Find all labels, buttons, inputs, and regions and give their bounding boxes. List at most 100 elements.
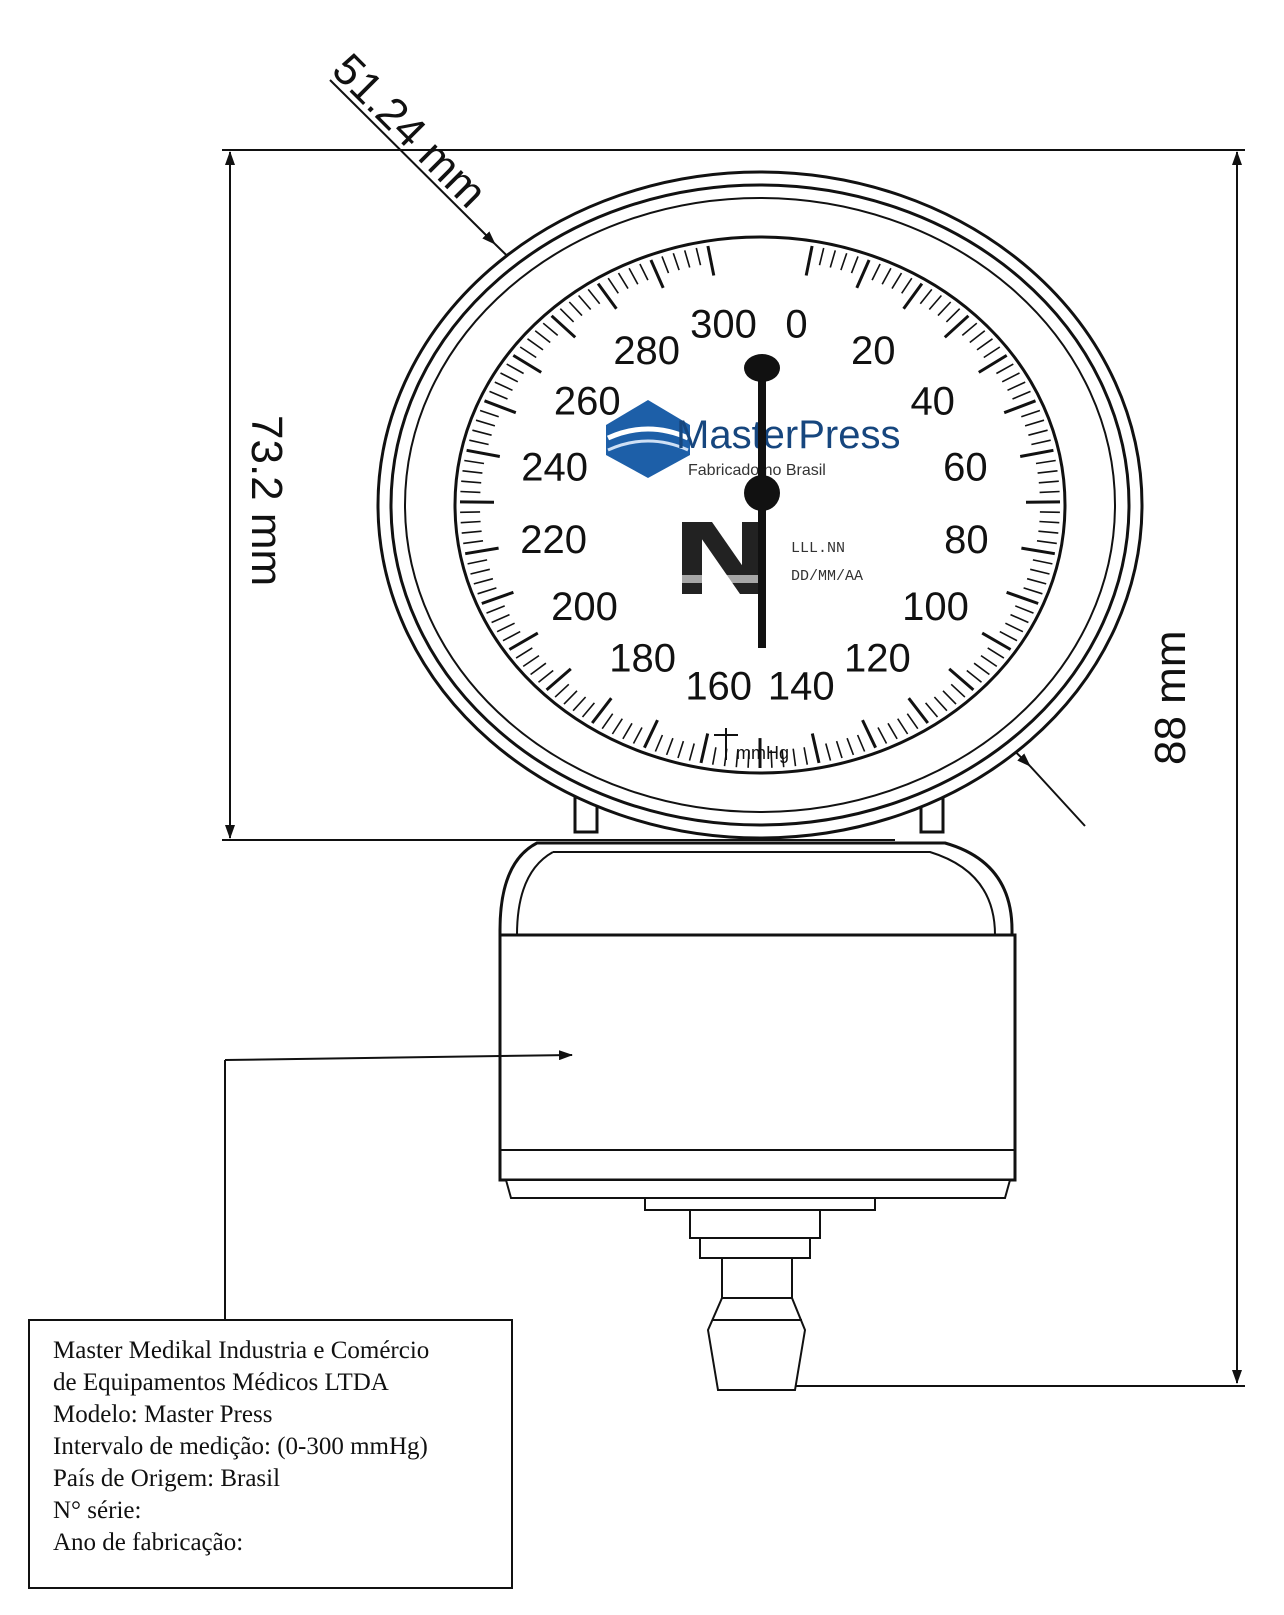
brand-subtitle: Fabricado no Brasil: [688, 462, 826, 479]
minor-tick: [661, 256, 670, 274]
label-line-model: Modelo: Master Press: [53, 1401, 272, 1428]
minor-tick: [825, 743, 832, 761]
label-leader: [224, 1050, 573, 1320]
major-tick: [978, 354, 1008, 374]
minor-tick: [460, 520, 481, 524]
minor-tick: [924, 702, 939, 718]
major-tick: [464, 546, 499, 556]
scale-label-280: 280: [613, 329, 680, 373]
minor-tick: [1007, 381, 1026, 392]
minor-tick: [460, 490, 481, 494]
dial: 0204060801001201401601802002202402602803…: [376, 170, 1144, 840]
minor-tick: [506, 363, 524, 375]
minor-tick: [486, 605, 505, 614]
scale-label-160: 160: [685, 665, 752, 709]
minor-tick: [1039, 520, 1060, 524]
minor-tick: [542, 322, 559, 337]
minor-tick: [601, 713, 614, 730]
scale-label-0: 0: [785, 303, 807, 347]
major-tick: [861, 719, 877, 749]
minor-tick: [829, 250, 837, 268]
major-tick: [810, 733, 821, 764]
label-line-origin: País de Origem: Brasil: [53, 1465, 280, 1492]
minor-tick: [494, 381, 513, 392]
housing-base: [504, 1179, 1012, 1199]
major-tick: [508, 631, 539, 651]
minor-tick: [1012, 390, 1031, 400]
minor-tick: [1030, 568, 1050, 575]
label-line-manufacturer-2: de Equipamentos Médicos LTDA: [53, 1369, 389, 1396]
minor-tick: [980, 654, 998, 668]
minor-tick: [976, 338, 993, 351]
minor-tick: [462, 470, 483, 474]
dial-height-label: 73.2 mm: [242, 415, 291, 586]
minor-tick: [950, 683, 966, 698]
minor-tick: [735, 749, 739, 768]
minor-tick: [461, 480, 482, 484]
minor-tick: [803, 747, 809, 765]
minor-tick: [881, 267, 892, 285]
minor-tick: [563, 690, 578, 705]
minor-tick: [461, 530, 482, 534]
minor-tick: [987, 647, 1005, 659]
minor-tick: [530, 662, 547, 676]
minor-tick: [770, 750, 773, 768]
minor-tick: [871, 263, 881, 281]
minor-tick: [537, 669, 554, 683]
brand-logo-icon: [606, 400, 690, 478]
minor-tick: [1026, 577, 1047, 585]
brand-logo: MasterPress Fabricado no Brasil: [606, 400, 901, 479]
major-tick: [699, 733, 710, 764]
major-tick: [1006, 590, 1039, 605]
minor-tick: [835, 740, 843, 759]
dial-diameter-label: 51.24 mm: [323, 44, 496, 217]
gauge-housing: [498, 841, 1017, 1391]
minor-tick: [942, 690, 957, 705]
minor-tick: [491, 613, 510, 624]
scale-label-100: 100: [902, 585, 969, 629]
minor-tick: [473, 577, 494, 585]
hose-nipple: [706, 1297, 807, 1391]
minor-tick: [463, 540, 484, 545]
minor-tick: [1038, 480, 1059, 484]
major-tick: [649, 259, 665, 289]
dial-ticks: [459, 245, 1061, 768]
label-box-frame: [28, 1319, 513, 1589]
minor-tick: [500, 372, 519, 383]
minor-tick: [628, 267, 639, 285]
minor-tick: [901, 277, 913, 294]
minor-tick: [475, 419, 496, 427]
major-tick: [466, 448, 501, 458]
minor-tick: [818, 247, 825, 266]
scale-label-120: 120: [844, 637, 911, 681]
minor-tick: [479, 409, 499, 418]
label-line-manufacturer-1: Master Medikal Industria e Comércio: [53, 1337, 429, 1364]
minor-tick: [534, 330, 551, 344]
label-line-range: Intervalo de medição: (0-300 mmHg): [53, 1433, 428, 1460]
major-tick: [943, 314, 970, 339]
minor-tick: [1024, 419, 1045, 427]
minor-tick: [632, 727, 643, 744]
minor-tick: [933, 696, 948, 712]
minor-tick: [695, 247, 702, 266]
minor-tick: [607, 277, 619, 294]
minor-tick: [937, 301, 952, 317]
minor-tick: [581, 702, 596, 718]
minor-tick: [554, 683, 570, 698]
minor-tick: [622, 722, 633, 740]
minor-tick: [1037, 470, 1058, 474]
minor-tick: [1021, 409, 1041, 418]
minor-tick: [781, 749, 785, 768]
total-height-label: 88 mm: [1146, 631, 1195, 765]
minor-tick: [1038, 530, 1059, 534]
minor-tick: [559, 308, 575, 323]
scale-label-220: 220: [520, 518, 587, 562]
major-tick: [596, 282, 618, 310]
brand-name: MasterPress: [676, 413, 901, 457]
major-tick: [907, 697, 929, 724]
unit-label: mmHg: [736, 743, 789, 763]
minor-tick: [464, 459, 485, 465]
base-plate: [644, 1197, 876, 1211]
minor-tick: [1010, 613, 1029, 624]
